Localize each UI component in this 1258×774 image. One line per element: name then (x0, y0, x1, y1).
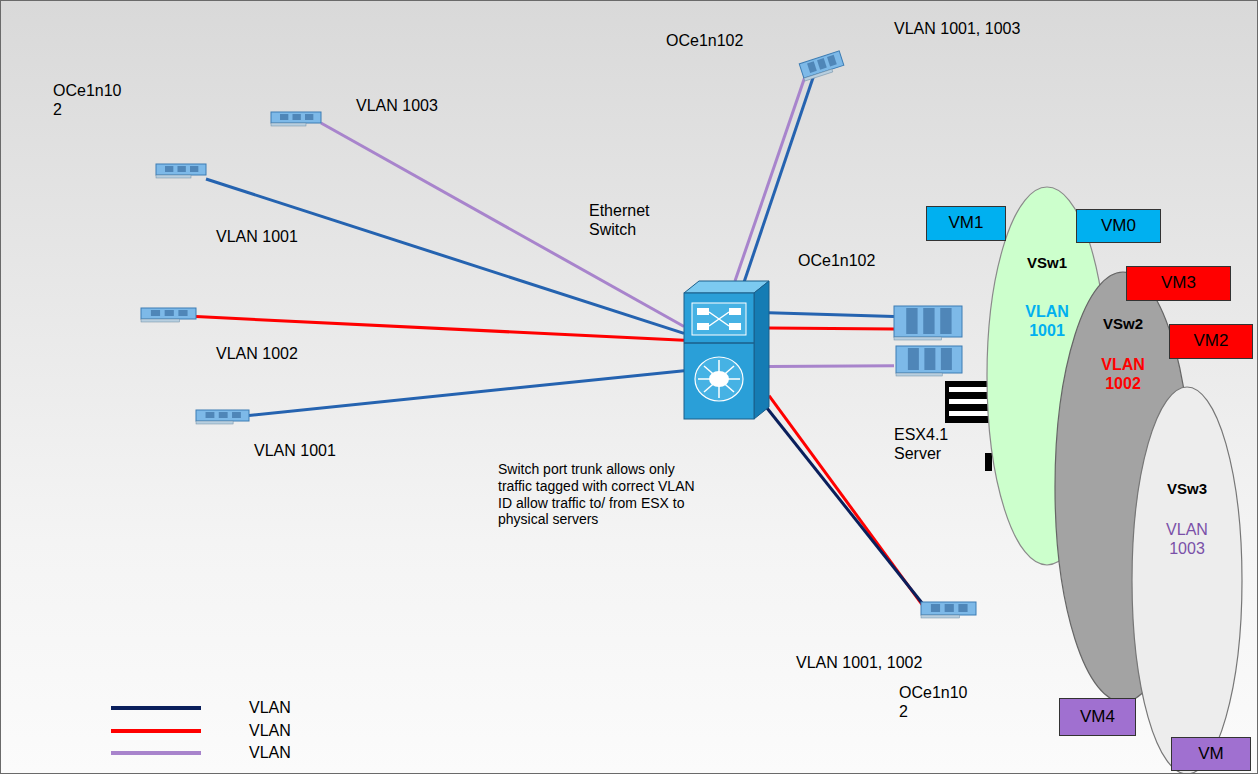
nic-card: OCe1n102VLAN 1001, 1003 (801, 56, 843, 76)
vswitch-name: VSw2 (1103, 315, 1143, 333)
node-label: VLAN 1003 (356, 96, 438, 115)
nic-card (894, 306, 962, 340)
nic-card: VLAN 1003 (271, 111, 321, 127)
vm-box: VM3 (1126, 266, 1231, 301)
vm-name: VM1 (949, 213, 984, 233)
nic-card (921, 602, 976, 618)
node-label: VLAN 1001, 1003 (894, 19, 1020, 38)
vlan-id: VLAN 1002 (1095, 355, 1151, 393)
vswitch-ellipse: VSw3VLAN 1003 (1131, 386, 1243, 774)
nic-icon (921, 601, 976, 619)
server-icon (945, 381, 992, 471)
legend-label: VLAN (249, 721, 291, 740)
node-label: VLAN 1001 (254, 441, 336, 460)
card-label: OCe1n10 2 (53, 81, 125, 119)
node-label: VLAN 1002 (216, 344, 298, 363)
nic-card: VLAN 1002 (141, 307, 196, 323)
nic-card (271, 112, 321, 126)
node-label: OCe1n102 (798, 251, 875, 270)
vm-name: VM4 (1080, 707, 1115, 727)
note-text: Switch port trunk allows only traffic ta… (498, 461, 706, 528)
esx-icon (894, 301, 962, 379)
vlan-link (769, 328, 894, 329)
vlan-link (769, 313, 894, 317)
nic-card: VLAN 1001 (156, 163, 206, 179)
vlan-id: VLAN 1001 (1019, 302, 1075, 340)
nic-card (141, 308, 196, 322)
vm-name: VM3 (1161, 273, 1196, 293)
legend-lines (111, 708, 201, 753)
nic-card (799, 51, 845, 81)
vm-box: VM1 (926, 206, 1006, 241)
vlan-link (735, 76, 805, 281)
vlan-link (321, 123, 684, 327)
nic-card: VLAN 1001 (196, 409, 249, 425)
nic-icon (141, 307, 196, 323)
vlan-link (196, 317, 684, 341)
node-label: VLAN 1001 (216, 227, 298, 246)
node-label: OCe1n10 2 (899, 683, 971, 721)
nic-card: VLAN 1001, 1002OCe1n10 2 (921, 601, 976, 619)
vlan-link (769, 364, 894, 368)
vlan-id: VLAN 1003 (1159, 520, 1215, 558)
vm-box: VM2 (1169, 324, 1253, 359)
vlan-link (249, 371, 684, 416)
esx-server: OCe1n102ESX4.1 Server (894, 301, 962, 379)
node-label: ESX4.1 Server (894, 425, 946, 463)
vm-box: VM4 (1059, 698, 1136, 736)
vswitch-name: VSw1 (1027, 254, 1067, 272)
vm-name: VM2 (1194, 331, 1229, 351)
nic-icon (196, 409, 249, 425)
nic-icon (156, 163, 206, 179)
vm-box: VM0 (1076, 209, 1161, 243)
vswitch-name: VSw3 (1167, 480, 1207, 498)
nic-icon (799, 50, 845, 82)
ellipse-outline (1131, 386, 1243, 774)
nic-icon (271, 111, 321, 127)
switch-icon (684, 281, 769, 419)
vm-name: VM (1198, 744, 1224, 764)
nic-card (196, 410, 249, 424)
vm-box: VM (1171, 737, 1251, 771)
legend-label: VLAN (249, 698, 291, 717)
switch-node: Ethernet Switch (684, 281, 769, 419)
nic-card (896, 346, 962, 376)
node-label: Ethernet Switch (589, 201, 667, 239)
node-label: OCe1n102 (666, 31, 743, 50)
legend-label: VLAN (249, 743, 291, 762)
switch-icon (684, 281, 769, 419)
nic-card (156, 164, 206, 178)
node-label: VLAN 1001, 1002 (796, 653, 922, 672)
vlan-link (206, 179, 684, 333)
vm-name: VM0 (1101, 216, 1136, 236)
